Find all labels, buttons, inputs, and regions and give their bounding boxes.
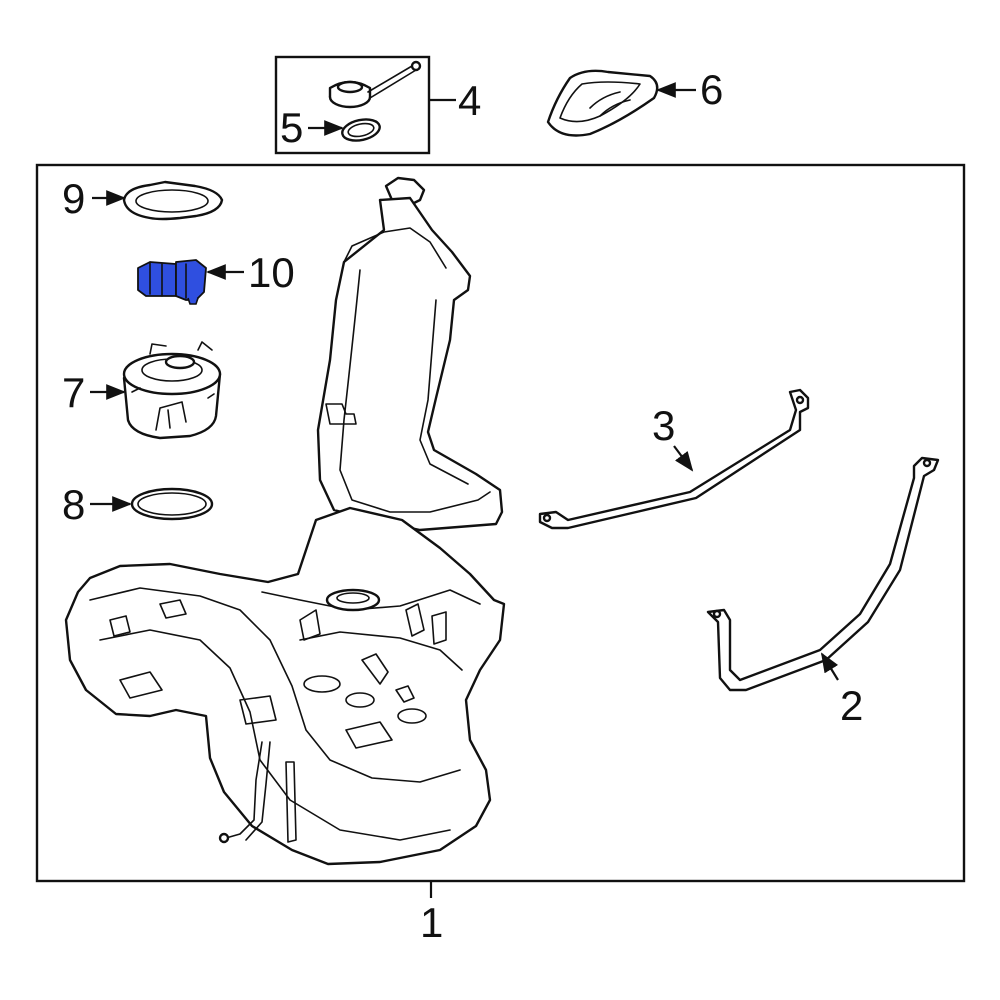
callout-4: 4	[458, 77, 481, 124]
cap-kit-box	[274, 55, 431, 155]
fuel-pump-module[interactable]	[122, 341, 222, 440]
callout-8: 8	[62, 481, 85, 528]
leader-3	[673, 445, 694, 472]
fuel-level-sensor[interactable]	[137, 259, 207, 305]
tank-strap-upper[interactable]	[538, 388, 810, 530]
assembly-frame	[35, 163, 966, 883]
callout-3: 3	[652, 402, 675, 449]
leader-2	[820, 652, 839, 681]
pump-seal-ring[interactable]	[130, 487, 214, 521]
fuel-cap-with-tether[interactable]	[328, 60, 422, 109]
callout-1: 1	[420, 899, 443, 946]
callout-10: 10	[248, 249, 295, 296]
pump-lock-ring[interactable]	[122, 180, 224, 221]
fuel-tank[interactable]	[64, 176, 506, 866]
callout-5: 5	[280, 104, 303, 151]
tank-cover-guard[interactable]	[546, 69, 659, 137]
tank-strap-lower[interactable]	[706, 456, 940, 692]
callout-6: 6	[700, 66, 723, 113]
cap-seal-ring[interactable]	[340, 116, 381, 143]
callout-7: 7	[62, 369, 85, 416]
callout-9: 9	[62, 175, 85, 222]
callout-2: 2	[840, 682, 863, 729]
